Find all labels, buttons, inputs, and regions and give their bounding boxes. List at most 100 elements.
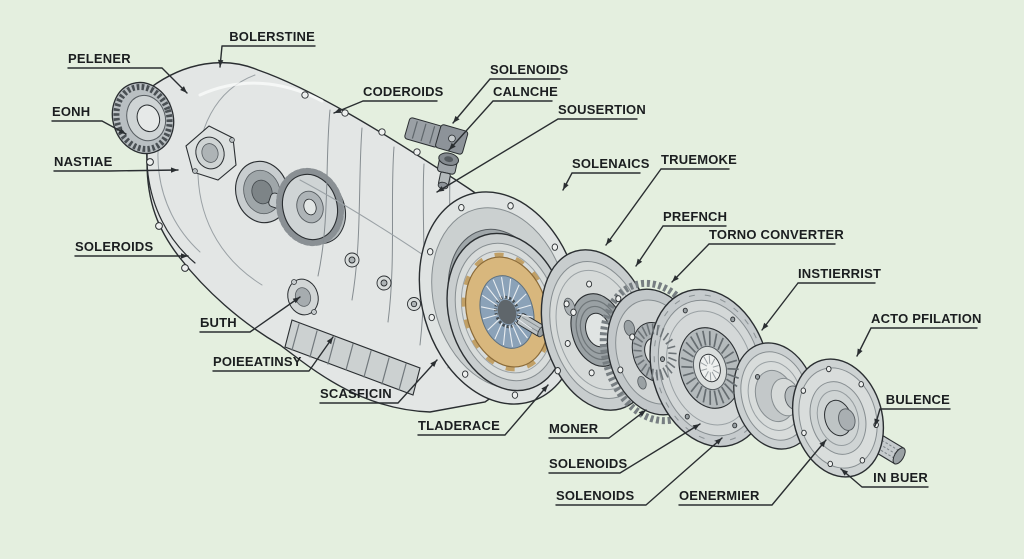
part-label: SOLENAICS bbox=[572, 156, 650, 171]
shaft-group bbox=[791, 358, 906, 478]
bolt-hole bbox=[858, 381, 864, 388]
spoke-line bbox=[717, 389, 725, 404]
spoke-line bbox=[634, 354, 643, 359]
part-label: SOUSERTION bbox=[558, 102, 646, 117]
leader-line bbox=[199, 296, 301, 333]
part-label: PREFNCH bbox=[663, 209, 728, 224]
part-label: SOLENOIDS bbox=[490, 62, 569, 77]
clutch-pressure-plate bbox=[446, 232, 568, 392]
spoke-line bbox=[494, 322, 503, 340]
spoke-line bbox=[486, 285, 500, 303]
leader-arrowhead bbox=[714, 438, 722, 445]
spoke-line bbox=[651, 368, 654, 380]
leader-arrowhead bbox=[638, 410, 646, 417]
spoke-line bbox=[704, 370, 709, 378]
leader-line bbox=[671, 243, 836, 283]
spoke-line bbox=[487, 318, 500, 331]
spoke-line bbox=[640, 363, 648, 372]
spoke-line bbox=[695, 332, 703, 347]
spoke-line bbox=[667, 345, 676, 350]
bolt-hole bbox=[827, 460, 833, 468]
spoke-line bbox=[664, 364, 673, 374]
part-label: БUTH bbox=[200, 315, 237, 330]
spoke-line bbox=[712, 365, 719, 368]
bolt-hole bbox=[660, 356, 665, 362]
leader-arrowhead bbox=[874, 418, 880, 426]
part-label: BOLERSTINE bbox=[229, 29, 315, 44]
spoke-line bbox=[711, 371, 717, 380]
oil-pump-boss bbox=[287, 278, 319, 316]
leader-arrowhead bbox=[292, 297, 300, 304]
part-label: PELENER bbox=[68, 51, 131, 66]
bolt-hole bbox=[564, 340, 571, 347]
spoke-line bbox=[667, 356, 677, 362]
leader-line bbox=[319, 359, 438, 404]
spoke-line bbox=[685, 377, 697, 385]
spoke-line bbox=[651, 323, 655, 335]
part-label: BULENCE bbox=[885, 392, 950, 407]
spoke-line bbox=[666, 361, 676, 369]
bolt-hole bbox=[732, 422, 738, 429]
part-label: NASTIAE bbox=[54, 154, 113, 169]
leader-arrowhead bbox=[170, 167, 178, 173]
bolt-hole bbox=[801, 429, 807, 437]
leader-line bbox=[452, 78, 561, 124]
spoke-line bbox=[681, 357, 693, 363]
spoke-line bbox=[713, 390, 718, 406]
bolt-hole bbox=[800, 387, 807, 394]
part-label: TORNO CONVERTER bbox=[709, 227, 844, 242]
spoke-line bbox=[720, 386, 731, 400]
leader-line bbox=[605, 168, 730, 246]
leader-arrowhead bbox=[541, 385, 548, 393]
leader-arrowhead bbox=[606, 237, 613, 245]
part-label: ACTO PFILATION bbox=[871, 311, 982, 326]
leader-arrowhead bbox=[334, 107, 342, 113]
spoke-line bbox=[502, 324, 507, 346]
spoke-line bbox=[682, 371, 694, 377]
spoke-line bbox=[682, 348, 695, 358]
spoke-line bbox=[723, 382, 735, 395]
spoke-line bbox=[689, 336, 700, 350]
front-boss bbox=[185, 125, 237, 181]
leader-arrowhead bbox=[449, 142, 456, 150]
spoke-line bbox=[645, 366, 651, 377]
spoke-line bbox=[514, 321, 528, 339]
spoke-line bbox=[702, 330, 707, 346]
part-label: TLADERACE bbox=[418, 418, 500, 433]
clutch-disc bbox=[649, 288, 771, 448]
spoke-line bbox=[700, 362, 708, 367]
bolt-hole bbox=[755, 374, 760, 380]
leader-arrowhead bbox=[692, 424, 700, 430]
sump-fins bbox=[284, 319, 421, 396]
part-label: SOLEROIDS bbox=[75, 239, 154, 254]
bolt-hole bbox=[682, 307, 688, 314]
spoke-line bbox=[659, 369, 664, 381]
spoke-line bbox=[726, 359, 738, 365]
part-label: SOLENOIDS bbox=[556, 488, 635, 503]
seal-ring bbox=[111, 81, 175, 155]
spoke-line bbox=[659, 327, 665, 338]
spoke-line bbox=[492, 279, 503, 300]
spoke-line bbox=[665, 338, 673, 345]
bolt-hole bbox=[617, 366, 624, 374]
spoke-line bbox=[514, 293, 527, 306]
bolt-hole bbox=[586, 280, 593, 288]
leader-arrowhead bbox=[672, 275, 679, 282]
bolt-hole bbox=[428, 313, 435, 322]
part-label: CALNCHE bbox=[493, 84, 558, 99]
bolt-hole bbox=[629, 333, 636, 341]
part-label: SOLENOIDS bbox=[549, 456, 628, 471]
bolt-hole bbox=[511, 391, 519, 399]
spoke-line bbox=[500, 277, 506, 299]
spoke-line bbox=[517, 313, 534, 318]
spoke-line bbox=[720, 343, 730, 355]
leader-arrowhead bbox=[453, 115, 460, 123]
spoke-line bbox=[702, 388, 707, 403]
part-label: INSTIERRIST bbox=[798, 266, 882, 281]
bolt-hole bbox=[458, 203, 465, 212]
leader-arrowhead bbox=[180, 86, 187, 93]
spoke-line bbox=[703, 356, 709, 365]
spoke-line bbox=[633, 342, 643, 348]
leader-arrowhead bbox=[118, 128, 126, 134]
